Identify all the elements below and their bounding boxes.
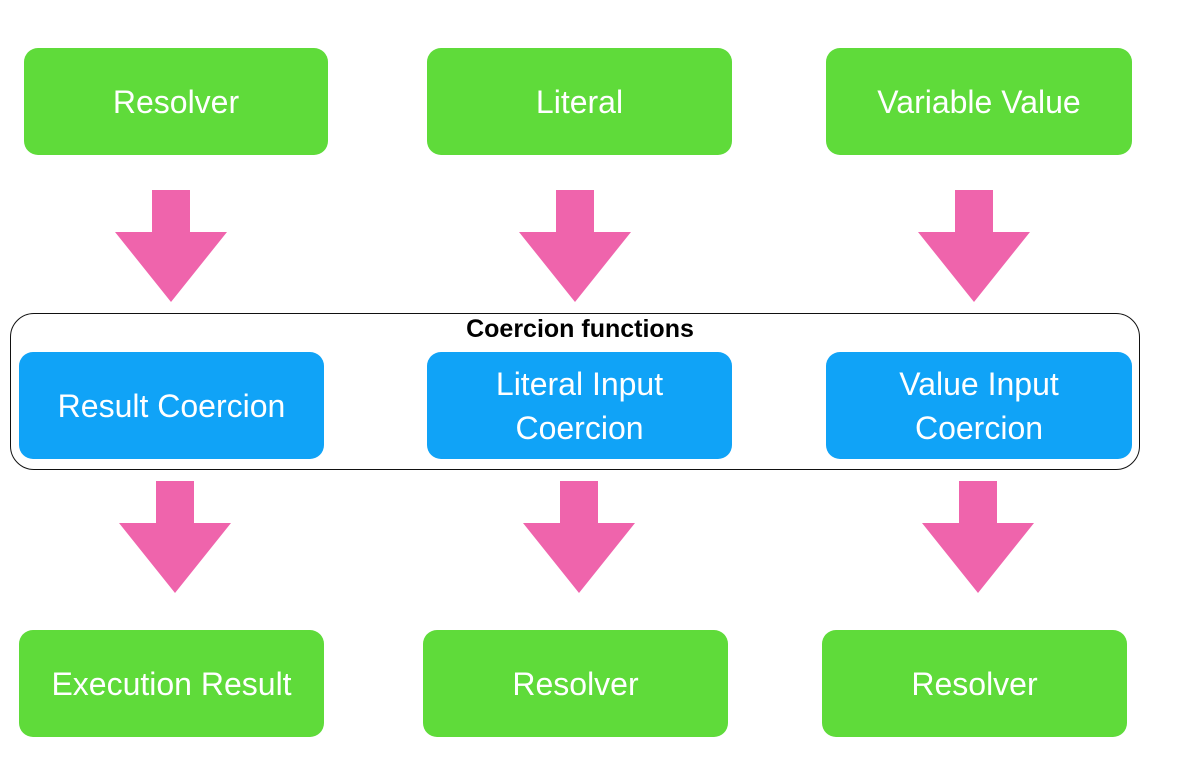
top-box-resolver-label: Resolver: [112, 83, 240, 120]
result-coercion-box: Result Coercion: [19, 352, 324, 459]
down-arrow-icon: [519, 190, 631, 302]
bottom-box-resolver-right-label: Resolver: [911, 665, 1038, 702]
top-box-resolver: Resolver: [24, 48, 328, 155]
down-arrow-icon: [922, 481, 1034, 593]
bottom-box-resolver-middle: Resolver: [423, 630, 728, 737]
top-box-literal: Literal: [427, 48, 732, 155]
bottom-box-resolver-right: Resolver: [822, 630, 1127, 737]
literal-input-coercion-label: Literal Input Coercion: [495, 365, 664, 446]
value-input-coercion-box: Value Input Coercion: [826, 352, 1132, 459]
top-box-literal-label: Literal: [535, 83, 624, 120]
bottom-box-execution-result-label: Execution Result: [51, 665, 292, 702]
down-arrow-icon: [115, 190, 227, 302]
literal-input-coercion-box: Literal Input Coercion: [427, 352, 732, 459]
bottom-box-execution-result: Execution Result: [19, 630, 324, 737]
coercion-functions-title: Coercion functions: [466, 315, 694, 343]
top-box-variable-value: Variable Value: [826, 48, 1132, 155]
down-arrow-icon: [119, 481, 231, 593]
coercion-functions-group: [10, 313, 1140, 470]
result-coercion-label: Result Coercion: [57, 387, 286, 424]
down-arrow-icon: [918, 190, 1030, 302]
down-arrow-icon: [523, 481, 635, 593]
value-input-coercion-label: Value Input Coercion: [899, 365, 1059, 446]
bottom-box-resolver-middle-label: Resolver: [512, 665, 639, 702]
top-box-variable-value-label: Variable Value: [877, 83, 1081, 120]
